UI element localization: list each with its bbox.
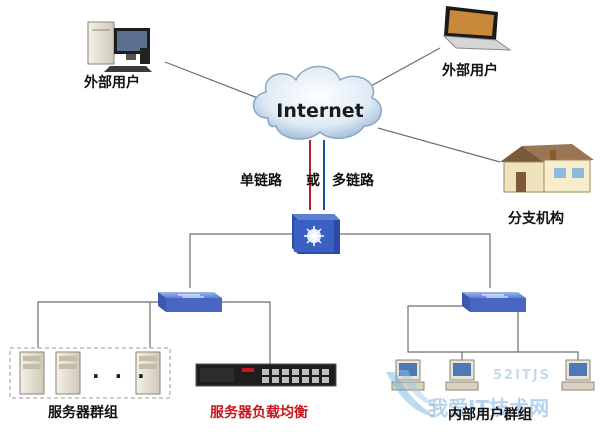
watermark-text: 我爱IT技术网 xyxy=(428,396,550,420)
desktop-computer-icon xyxy=(87,21,152,72)
server-group-box xyxy=(9,347,171,399)
server-icon xyxy=(135,351,161,395)
internet-cloud-icon xyxy=(252,65,382,140)
single-link-label: 单链路 xyxy=(240,173,282,189)
watermark-text-en: 52ITJS xyxy=(493,368,551,383)
internal-pc-icon xyxy=(445,359,479,391)
server-ellipsis: · · · xyxy=(92,364,149,388)
internal-pc-icon xyxy=(391,359,425,391)
internet-label: Internet xyxy=(276,100,364,122)
internal-pc-icon xyxy=(561,359,595,391)
left-switch-icon xyxy=(158,292,222,312)
core-switch-icon xyxy=(292,214,340,254)
or-label: 或 xyxy=(306,173,320,189)
server-group-label: 服务器群组 xyxy=(48,405,118,421)
load-balancer-label: 服务器负载均衡 xyxy=(210,405,308,421)
internal-user-group-label: 内部用户群组 xyxy=(448,407,532,423)
right-switch-icon xyxy=(462,292,526,312)
branch-office-label: 分支机构 xyxy=(508,211,564,227)
laptop-icon xyxy=(442,6,512,51)
load-balancer-icon xyxy=(195,363,337,387)
house-icon xyxy=(500,144,594,193)
watermark-logo xyxy=(386,370,442,418)
connection-lines xyxy=(37,47,579,368)
external-user-right-label: 外部用户 xyxy=(442,63,498,79)
multi-link-label: 多链路 xyxy=(332,173,374,189)
uplink-lines xyxy=(309,140,325,210)
server-icon xyxy=(55,351,81,395)
external-user-left-label: 外部用户 xyxy=(84,75,140,91)
server-icon xyxy=(19,351,45,395)
